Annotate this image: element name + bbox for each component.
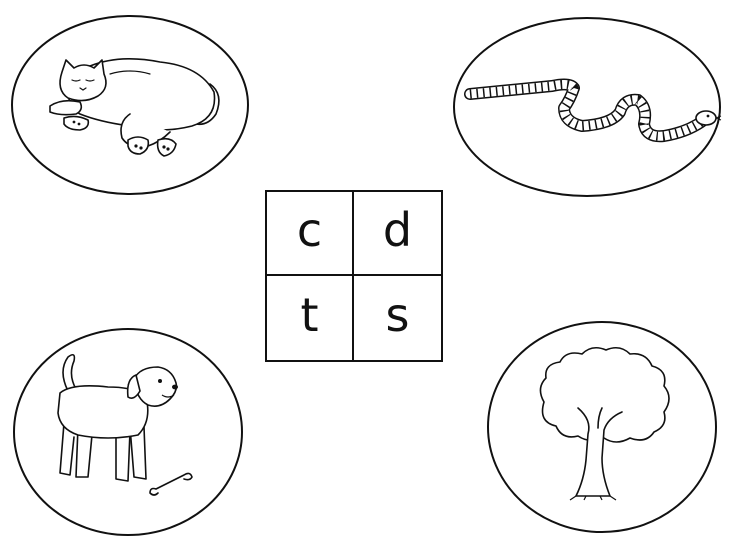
cat-icon (11, 15, 249, 195)
cat-picture (10, 14, 250, 197)
tree-icon (487, 321, 717, 533)
letter-cell-top-left: c (267, 192, 354, 276)
letter-cell-top-right: d (354, 192, 441, 276)
dog-picture (12, 327, 244, 537)
dog-icon (13, 328, 243, 536)
letter-cell-bottom-left: t (267, 276, 354, 360)
snake-icon (453, 17, 722, 197)
tree-picture (486, 320, 718, 535)
letter-cell-bottom-right: s (385, 288, 410, 342)
letter-grid: c d t s (265, 190, 443, 362)
snake-picture (452, 16, 722, 199)
